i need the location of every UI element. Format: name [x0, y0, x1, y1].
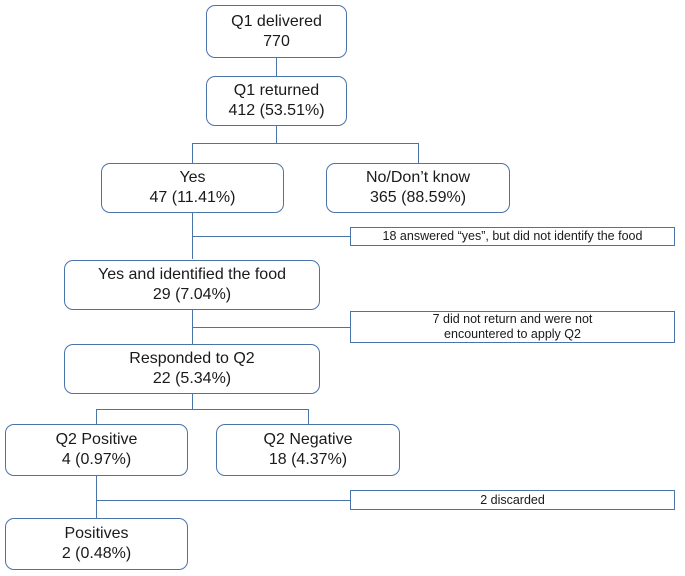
- connector-to-yes: [192, 143, 193, 163]
- box-no-dont-know-value: 365 (88.59%): [369, 189, 467, 206]
- box-q2-negative-value: 18 (4.37%): [268, 451, 348, 468]
- connector-to-q2-positive: [96, 409, 97, 424]
- box-yes-identified-label: Yes and identified the food: [97, 266, 286, 283]
- box-yes-value: 47 (11.41%): [149, 189, 236, 206]
- note-not-returned: 7 did not return and were not encountere…: [350, 311, 675, 343]
- box-q2-positive: Q2 Positive 4 (0.97%): [5, 424, 188, 476]
- note-unidentified: 18 answered “yes”, but did not identify …: [350, 227, 675, 246]
- note-unidentified-text: 18 answered “yes”, but did not identify …: [382, 229, 643, 243]
- box-q1-returned-label: Q1 returned: [233, 82, 320, 99]
- box-no-dont-know: No/Don’t know 365 (88.59%): [326, 163, 510, 213]
- note-discarded-text: 2 discarded: [480, 492, 545, 507]
- connector-returned-split: [276, 126, 277, 143]
- connector-responded-split: [192, 394, 193, 409]
- box-responded-q2: Responded to Q2 22 (5.34%): [64, 344, 320, 394]
- connector-q2-split-bar: [96, 409, 308, 410]
- box-q1-delivered-label: Q1 delivered: [231, 12, 322, 30]
- box-q2-positive-value: 4 (0.97%): [61, 451, 132, 468]
- box-responded-q2-value: 22 (5.34%): [152, 370, 232, 387]
- box-positives-value: 2 (0.48%): [61, 545, 132, 562]
- connector-positive-positives: [96, 476, 97, 518]
- box-responded-q2-label: Responded to Q2: [129, 350, 255, 367]
- box-yes-label: Yes: [179, 169, 206, 186]
- box-positives-label: Positives: [64, 525, 129, 542]
- connector-delivered-returned: [276, 58, 277, 76]
- box-q1-returned: Q1 returned 412 (53.51%): [206, 76, 347, 126]
- connector-to-q2-negative: [308, 409, 309, 424]
- note-not-returned-line1: 7 did not return and were not: [432, 312, 593, 326]
- box-yes: Yes 47 (11.41%): [101, 163, 284, 213]
- note-not-returned-line2: encountered to apply Q2: [444, 327, 581, 341]
- box-q2-negative-label: Q2 Negative: [263, 431, 353, 448]
- box-q1-delivered-value: 770: [263, 32, 290, 50]
- connector-split-bar: [192, 143, 418, 144]
- box-q1-delivered: Q1 delivered 770: [206, 5, 347, 58]
- box-q2-positive-label: Q2 Positive: [55, 431, 138, 448]
- connector-to-note-not-returned: [192, 327, 350, 328]
- box-no-dont-know-label: No/Don’t know: [365, 169, 471, 186]
- connector-to-note-unidentified: [192, 236, 350, 237]
- box-yes-identified-value: 29 (7.04%): [152, 286, 232, 303]
- box-yes-identified: Yes and identified the food 29 (7.04%): [64, 260, 320, 310]
- box-q1-returned-value: 412 (53.51%): [228, 102, 325, 119]
- connector-to-no: [418, 143, 419, 163]
- connector-to-note-discarded: [96, 500, 350, 501]
- note-discarded: 2 discarded: [350, 490, 675, 510]
- box-q2-negative: Q2 Negative 18 (4.37%): [216, 424, 400, 476]
- box-positives: Positives 2 (0.48%): [5, 518, 188, 570]
